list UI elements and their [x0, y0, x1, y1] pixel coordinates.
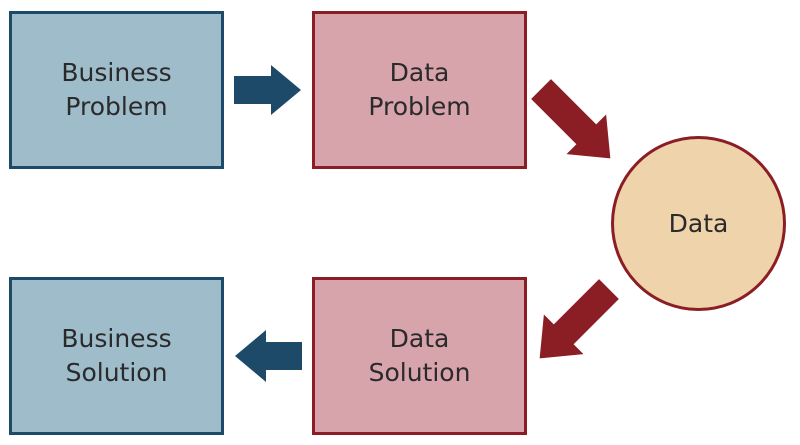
business-solution-box: Business Solution	[9, 277, 224, 435]
data-problem-line1: Data	[389, 58, 450, 87]
data-solution-box: Data Solution	[312, 277, 527, 435]
data-problem-line2: Problem	[368, 92, 471, 121]
arrow-down-right-icon	[531, 79, 611, 159]
business-solution-line1: Business	[61, 324, 172, 353]
business-problem-line2: Problem	[65, 92, 168, 121]
arrow-right-icon	[234, 65, 301, 115]
business-solution-line2: Solution	[65, 358, 168, 387]
data-problem-box: Data Problem	[312, 11, 527, 169]
business-problem-box: Business Problem	[9, 11, 224, 169]
business-problem-line1: Business	[61, 58, 172, 87]
data-circle: Data	[611, 136, 786, 311]
arrow-left-icon	[235, 330, 302, 382]
data-circle-label: Data	[668, 209, 729, 238]
arrow-down-left-icon	[539, 279, 619, 359]
data-solution-line2: Solution	[368, 358, 471, 387]
data-solution-line1: Data	[389, 324, 450, 353]
